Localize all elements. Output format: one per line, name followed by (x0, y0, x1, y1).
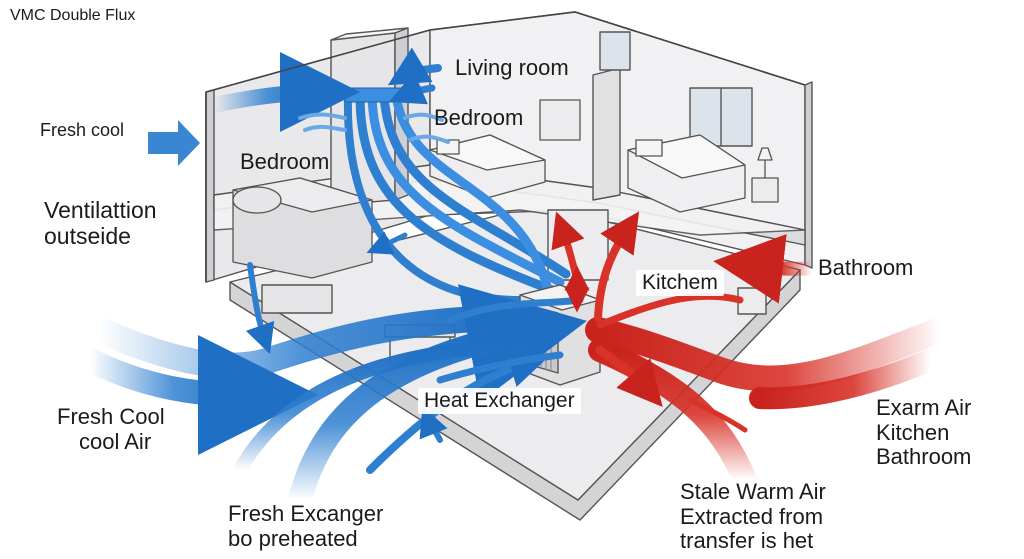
diagram-title: VMC Double Flux (10, 7, 136, 24)
label-fresh-cool-air-line-2: cool Air (79, 428, 152, 454)
lamp (757, 147, 773, 161)
duct-2 (367, 90, 565, 287)
room-label-bedroom-left: Bedroom (240, 149, 330, 174)
label-heat-exchanger: Heat Exchanger (418, 388, 581, 414)
duct-4 (391, 90, 553, 295)
fresh-cool-arrow (148, 120, 200, 166)
nightstand (751, 177, 779, 203)
flow-bathroom (713, 234, 819, 304)
label-warm-air-line-3: Bathroom (876, 444, 972, 470)
stale-air-flows (551, 211, 953, 492)
armchair (539, 99, 581, 141)
label-fresh-exchanger-line-1: Fresh Excanger (228, 501, 384, 526)
label-fresh-cool-air: Fresh Cool cool Air (57, 404, 165, 454)
flow-warm-air (585, 317, 953, 392)
label-stale-warm-line-1: Stale Warm Air (680, 479, 826, 504)
label-fresh-cool: Fresh cool (40, 120, 125, 140)
label-stale-warm-line-3: transfer is het (680, 528, 814, 554)
room-label-kitchen: Kitchem (636, 270, 724, 296)
label-stale-warm-air: Stale Warm Air Extracted from transfer i… (680, 479, 826, 554)
window-back (599, 31, 631, 71)
label-ventilation: Ventilattion outseide (44, 197, 157, 250)
label-warm-air-line-1: Exarm Air (876, 395, 972, 420)
flow-upper-inlet (206, 52, 360, 133)
label-ventilation-line-2: outseide (44, 222, 131, 249)
label-fresh-exchanger: Fresh Excanger bo preheated (228, 501, 384, 551)
label-warm-air: Exarm Air Kitchen Bathroom (876, 395, 972, 470)
partition (592, 67, 621, 201)
left-wall-edge (205, 89, 215, 283)
fresh-air-flows (78, 47, 587, 512)
label-warm-air-line-2: Kitchen (876, 419, 950, 445)
label-ventilation-line-1: Ventilattion (44, 197, 157, 223)
outline-accents (205, 11, 806, 282)
label-fresh-cool-air-line-1: Fresh Cool (57, 404, 165, 429)
label-stale-warm-line-2: Extracted from (680, 503, 824, 529)
label-fresh-exchanger-line-2: bo preheated (228, 525, 358, 551)
furniture (232, 99, 779, 279)
room-label-bedroom-upper: Bedroom (434, 105, 524, 130)
right-wall-edge (804, 81, 813, 269)
room-label-living-room: Living room (455, 55, 569, 80)
room-label-bathroom: Bathroom (818, 255, 914, 280)
sofa-lower (261, 284, 333, 314)
duct-1 (355, 90, 557, 295)
